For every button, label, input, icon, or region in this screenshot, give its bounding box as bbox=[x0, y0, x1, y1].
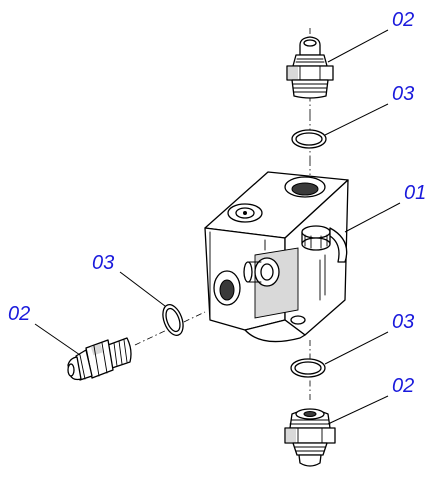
oring-bottom bbox=[290, 340, 326, 400]
callout-01-body: 01 bbox=[404, 182, 427, 204]
oring-top bbox=[291, 115, 327, 160]
callout-03-bottom: 03 bbox=[392, 311, 415, 333]
callout-03-left: 03 bbox=[92, 252, 115, 274]
fitting-left bbox=[67, 337, 132, 381]
callout-02-top: 02 bbox=[392, 9, 415, 31]
callout-02-bottom: 02 bbox=[392, 375, 415, 397]
fitting-bottom bbox=[284, 408, 336, 467]
fitting-top bbox=[286, 28, 334, 115]
leader-lines bbox=[34, 29, 401, 425]
callout-03-top: 03 bbox=[392, 83, 415, 105]
oring-left bbox=[134, 304, 206, 346]
callout-02-left: 02 bbox=[8, 303, 31, 325]
valve-body bbox=[204, 160, 349, 343]
